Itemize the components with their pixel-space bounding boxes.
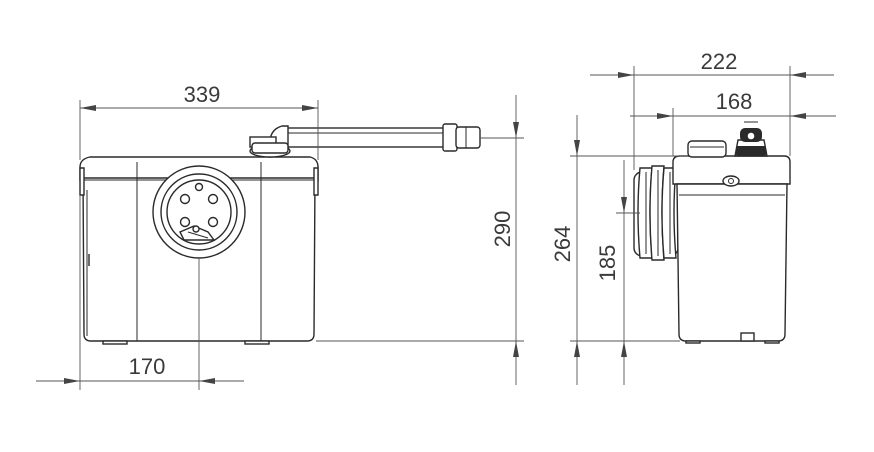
side-body-width-label: 168 xyxy=(716,89,753,114)
front-width-dimension: 339 xyxy=(79,82,319,160)
side-width-dimension: 222 xyxy=(590,49,834,170)
front-offset-label: 170 xyxy=(129,354,166,379)
side-inlet-bellows xyxy=(633,165,679,261)
side-width-label: 222 xyxy=(701,49,738,74)
front-height-dimension: 290 xyxy=(316,95,524,385)
side-body-width-dimension: 168 xyxy=(630,89,836,156)
front-view-unit xyxy=(79,123,481,345)
side-height-dimension: 264 xyxy=(550,115,688,385)
side-outlet xyxy=(734,121,768,157)
front-offset-dimension: 170 xyxy=(36,196,244,390)
side-inlet-height-dimension: 185 xyxy=(595,160,640,385)
side-view-unit xyxy=(633,121,791,344)
front-inlet xyxy=(152,165,246,259)
side-height-label: 264 xyxy=(550,226,575,263)
front-height-label: 290 xyxy=(490,211,515,248)
side-inlet-height-label: 185 xyxy=(595,245,620,282)
front-width-label: 339 xyxy=(184,82,221,107)
